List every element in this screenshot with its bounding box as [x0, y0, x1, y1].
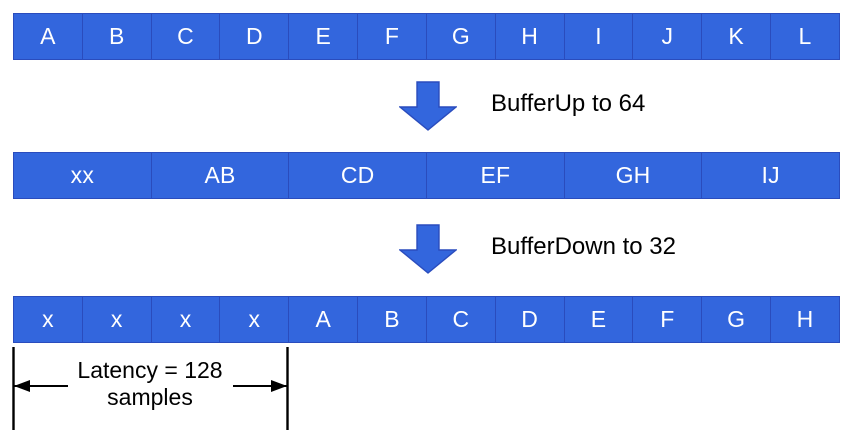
bufferup-row: xx AB CD EF GH IJ — [13, 152, 840, 199]
buffer-cell: H — [796, 306, 814, 332]
buffer-cell: A — [14, 14, 83, 59]
buffer-cell: x — [220, 297, 290, 342]
down-arrow-icon — [398, 224, 458, 274]
buffer-cell: D — [220, 14, 290, 59]
latency-label-line1: Latency = 128 — [77, 357, 223, 383]
buffer-cell: EF — [427, 153, 565, 198]
latency-label: Latency = 128 samples — [48, 357, 252, 411]
buffer-cell: F — [633, 297, 703, 342]
buffer-cell: AB — [152, 153, 290, 198]
buffer-cell: F — [358, 14, 427, 59]
buffer-cell: H — [496, 14, 565, 59]
buffer-cell: x — [83, 297, 152, 342]
buffer-cell: B — [83, 14, 152, 59]
bufferdown-step-label: BufferDown to 32 — [491, 233, 677, 260]
buffer-cell: A — [289, 297, 359, 342]
buffer-cell: I — [565, 14, 634, 59]
input-buffer-row: A B C D E F G H I J K L — [13, 13, 840, 60]
buffer-cell: x — [152, 297, 221, 342]
buffer-cell: B — [358, 297, 427, 342]
buffer-cell: L — [798, 23, 812, 49]
buffer-cell: IJ — [761, 162, 780, 188]
buffer-cell: G — [427, 14, 496, 59]
latency-label-line2: samples — [107, 384, 193, 410]
down-arrow-icon — [398, 81, 458, 131]
buffer-cell: xx — [14, 153, 152, 198]
bufferup-step-label: BufferUp to 64 — [491, 90, 646, 117]
buffer-cell: K — [702, 14, 772, 59]
buffer-cell: x — [14, 297, 83, 342]
buffer-cell: E — [565, 297, 634, 342]
bufferdown-row: x x x x A B C D E F G H — [13, 296, 840, 343]
latency-dimension-icon — [12, 347, 289, 430]
buffer-cell: C — [152, 14, 221, 59]
buffer-cell: D — [496, 297, 565, 342]
buffer-cell: G — [702, 297, 772, 342]
buffer-cell: E — [289, 14, 359, 59]
buffer-cell: C — [427, 297, 496, 342]
buffer-cell: J — [633, 14, 703, 59]
latency-annotation: Latency = 128 samples — [0, 345, 400, 434]
buffer-cell: GH — [565, 153, 703, 198]
buffer-cell: CD — [289, 153, 428, 198]
